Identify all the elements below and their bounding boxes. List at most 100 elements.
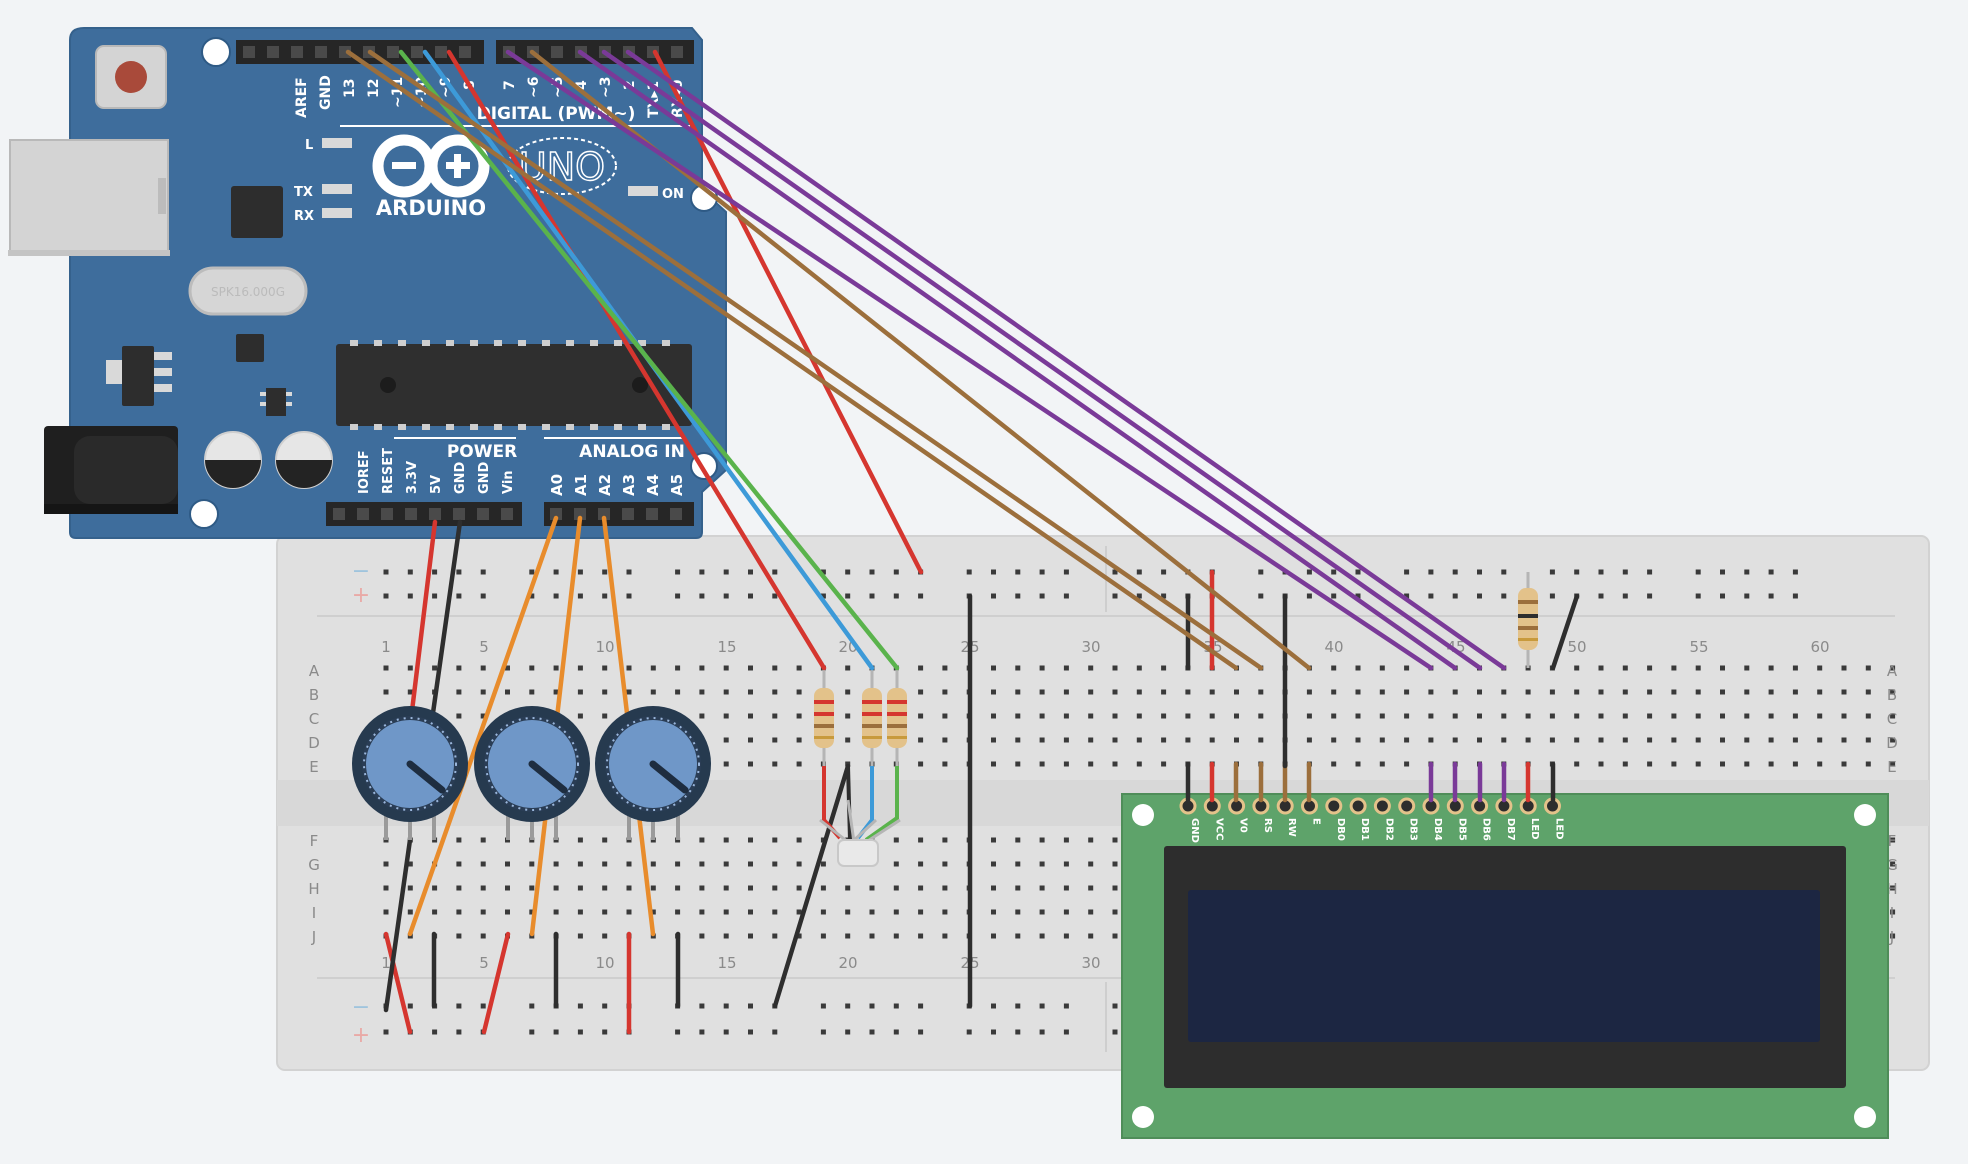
breadboard-hole[interactable]: [723, 737, 729, 743]
breadboard-hole[interactable]: [869, 569, 875, 575]
breadboard-hole[interactable]: [675, 569, 681, 575]
breadboard-hole[interactable]: [748, 713, 753, 719]
breadboard-hole[interactable]: [432, 885, 438, 891]
breadboard-hole[interactable]: [1015, 737, 1021, 743]
breadboard-hole[interactable]: [480, 689, 486, 695]
breadboard-hole[interactable]: [1088, 689, 1094, 695]
breadboard-hole[interactable]: [1039, 569, 1045, 575]
breadboard-hole[interactable]: [577, 861, 583, 867]
breadboard-hole[interactable]: [1112, 933, 1118, 939]
breadboard-hole[interactable]: [1598, 689, 1604, 695]
breadboard-hole[interactable]: [1792, 713, 1798, 719]
breadboard-hole[interactable]: [723, 665, 729, 671]
breadboard-hole[interactable]: [1258, 713, 1264, 719]
breadboard-hole[interactable]: [1185, 713, 1191, 719]
lcd-pin[interactable]: [1373, 797, 1391, 815]
breadboard-hole[interactable]: [432, 593, 438, 599]
breadboard-hole[interactable]: [480, 933, 486, 939]
breadboard-hole[interactable]: [1088, 837, 1094, 843]
breadboard-hole[interactable]: [602, 909, 608, 915]
breadboard-hole[interactable]: [1258, 569, 1264, 575]
breadboard-hole[interactable]: [748, 861, 753, 867]
breadboard-hole[interactable]: [893, 885, 899, 891]
breadboard-hole[interactable]: [1306, 737, 1312, 743]
breadboard-hole[interactable]: [553, 861, 559, 867]
reset-button[interactable]: [95, 45, 167, 109]
breadboard-hole[interactable]: [869, 933, 875, 939]
breadboard-hole[interactable]: [748, 885, 753, 891]
breadboard-hole[interactable]: [723, 861, 729, 867]
breadboard-hole[interactable]: [1161, 665, 1167, 671]
wire-pot1-vcc[interactable]: [383, 931, 413, 1035]
breadboard-hole[interactable]: [1549, 737, 1555, 743]
breadboard-hole[interactable]: [602, 1029, 608, 1035]
breadboard-hole[interactable]: [626, 885, 632, 891]
breadboard-hole[interactable]: [1574, 569, 1580, 575]
breadboard-hole[interactable]: [1598, 737, 1604, 743]
breadboard-hole[interactable]: [893, 1029, 899, 1035]
wire-pin11-green[interactable]: [398, 49, 900, 671]
breadboard-hole[interactable]: [456, 885, 462, 891]
breadboard-hole[interactable]: [869, 909, 875, 915]
breadboard-hole[interactable]: [1865, 713, 1871, 719]
breadboard-hole[interactable]: [529, 689, 535, 695]
breadboard-hole[interactable]: [893, 569, 899, 575]
breadboard-hole[interactable]: [723, 569, 729, 575]
breadboard-hole[interactable]: [893, 933, 899, 939]
breadboard-hole[interactable]: [1136, 569, 1142, 575]
breadboard-hole[interactable]: [1258, 593, 1264, 599]
breadboard-hole[interactable]: [480, 837, 486, 843]
breadboard-hole[interactable]: [1355, 713, 1361, 719]
breadboard-hole[interactable]: [966, 1029, 972, 1035]
breadboard-hole[interactable]: [1574, 737, 1580, 743]
breadboard-hole[interactable]: [1379, 665, 1385, 671]
breadboard-hole[interactable]: [1088, 761, 1094, 767]
breadboard-hole[interactable]: [1549, 713, 1555, 719]
breadboard-hole[interactable]: [942, 861, 948, 867]
breadboard-hole[interactable]: [1647, 737, 1653, 743]
breadboard-hole[interactable]: [383, 593, 389, 599]
breadboard-hole[interactable]: [1161, 761, 1167, 767]
breadboard-hole[interactable]: [699, 1029, 705, 1035]
breadboard-hole[interactable]: [650, 689, 656, 695]
breadboard-hole[interactable]: [1695, 569, 1701, 575]
breadboard-hole[interactable]: [796, 861, 802, 867]
breadboard-hole[interactable]: [991, 885, 996, 891]
breadboard-hole[interactable]: [748, 909, 753, 915]
breadboard-hole[interactable]: [1088, 665, 1094, 671]
breadboard-hole[interactable]: [1501, 689, 1507, 695]
wire-led-common-gnd[interactable]: [772, 763, 851, 1009]
breadboard-hole[interactable]: [1063, 861, 1069, 867]
breadboard-hole[interactable]: [748, 837, 753, 843]
breadboard-hole[interactable]: [991, 909, 996, 915]
breadboard-hole[interactable]: [456, 933, 462, 939]
breadboard-hole[interactable]: [991, 1029, 996, 1035]
breadboard-hole[interactable]: [577, 689, 583, 695]
breadboard-hole[interactable]: [1647, 665, 1653, 671]
breadboard-hole[interactable]: [1404, 713, 1410, 719]
arduino-uno-board[interactable]: SPK16.000G: [8, 27, 727, 539]
breadboard-hole[interactable]: [577, 713, 583, 719]
breadboard-hole[interactable]: [918, 761, 924, 767]
breadboard-hole[interactable]: [845, 665, 851, 671]
breadboard-hole[interactable]: [1136, 713, 1142, 719]
breadboard-hole[interactable]: [942, 761, 948, 767]
breadboard-hole[interactable]: [1598, 713, 1604, 719]
breadboard-hole[interactable]: [1792, 593, 1798, 599]
breadboard-hole[interactable]: [1063, 837, 1069, 843]
breadboard-hole[interactable]: [699, 885, 705, 891]
breadboard-hole[interactable]: [626, 569, 632, 575]
wire-pin7-purple[interactable]: [505, 49, 1434, 671]
analog-header[interactable]: [544, 502, 694, 526]
breadboard-hole[interactable]: [626, 593, 632, 599]
breadboard-hole[interactable]: [553, 885, 559, 891]
breadboard-hole[interactable]: [1428, 569, 1434, 575]
breadboard-hole[interactable]: [918, 909, 924, 915]
breadboard-hole[interactable]: [918, 737, 924, 743]
breadboard-hole[interactable]: [820, 861, 826, 867]
breadboard-hole[interactable]: [1452, 689, 1458, 695]
breadboard-hole[interactable]: [1598, 665, 1604, 671]
breadboard-hole[interactable]: [1695, 761, 1701, 767]
breadboard-hole[interactable]: [1671, 665, 1677, 671]
breadboard-hole[interactable]: [675, 689, 681, 695]
